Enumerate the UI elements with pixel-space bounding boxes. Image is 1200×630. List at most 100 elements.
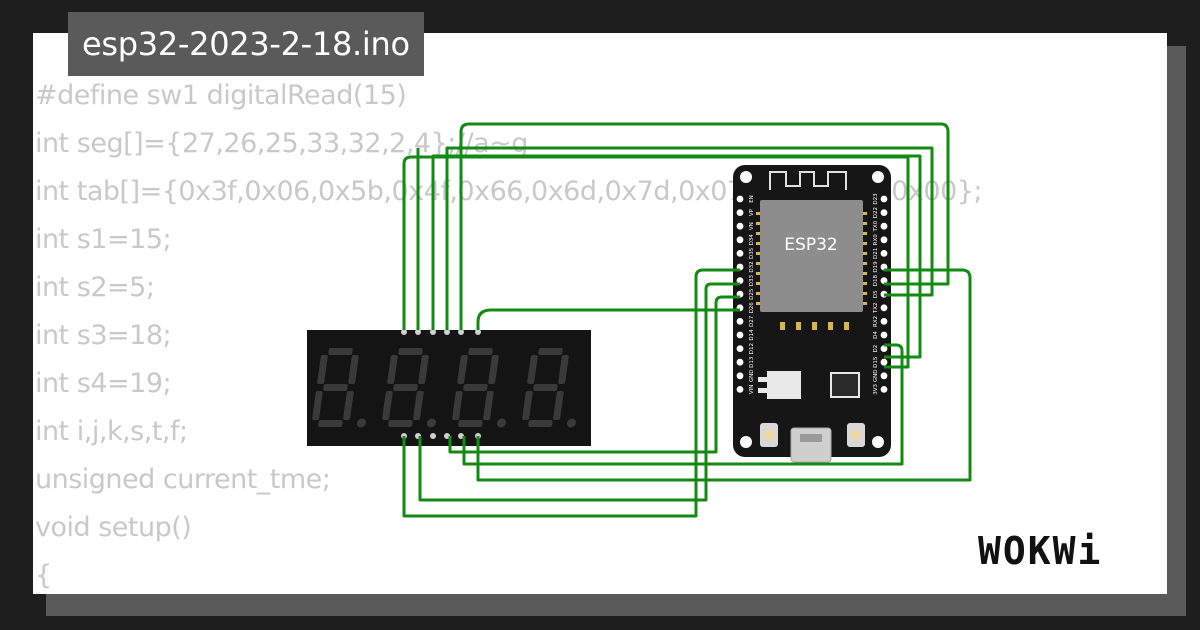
segment <box>388 420 413 427</box>
segment <box>418 355 429 384</box>
pin-label: D33 <box>749 274 755 286</box>
pin-3v3[interactable] <box>880 386 888 393</box>
usb-port[interactable] <box>790 427 832 463</box>
code-line: int s3=18; <box>35 320 172 351</box>
reset-button[interactable] <box>847 423 865 447</box>
pin-d2[interactable] <box>880 345 888 352</box>
pin-vin[interactable] <box>736 386 744 393</box>
pin-label: D14 <box>749 329 755 341</box>
segment <box>387 355 398 384</box>
esp32-board[interactable]: ESP32 <box>733 165 891 463</box>
boot-button[interactable] <box>760 423 778 447</box>
pin-label: D18 <box>873 274 879 286</box>
wire <box>462 343 904 466</box>
pin-rx2[interactable] <box>880 318 888 325</box>
digit <box>312 348 367 428</box>
pin-label: GND <box>873 369 879 382</box>
pin-label: D4 <box>873 331 879 339</box>
segment <box>488 355 499 384</box>
display-pin[interactable] <box>430 329 436 335</box>
digit <box>522 348 577 428</box>
pin-label: D23 <box>873 193 879 205</box>
segment <box>318 420 343 427</box>
pin-d27[interactable] <box>736 318 744 325</box>
pin-tx2[interactable] <box>880 304 888 312</box>
chip-label: ESP32 <box>784 235 837 255</box>
pin-label: D21 <box>873 248 879 259</box>
display-pin[interactable] <box>444 329 450 335</box>
pin-d15[interactable] <box>880 358 888 366</box>
wire <box>418 282 740 502</box>
pin-gnd[interactable] <box>880 372 888 380</box>
pin-label: D32 <box>749 261 755 272</box>
pin-label: D19 <box>873 261 879 273</box>
pin-d23[interactable] <box>880 195 888 203</box>
code-line: unsigned current_tme; <box>35 464 331 495</box>
pin-label: D27 <box>749 315 755 327</box>
pin-vn[interactable] <box>736 222 744 230</box>
segment <box>323 384 348 391</box>
display-pin[interactable] <box>401 329 407 335</box>
segment <box>463 384 488 391</box>
pin-label: VIN <box>749 385 755 395</box>
segment <box>393 384 418 391</box>
pin-label: D22 <box>873 207 879 218</box>
display-pin[interactable] <box>415 329 421 335</box>
pin-d18[interactable] <box>880 277 888 284</box>
pin-vp[interactable] <box>736 209 744 217</box>
code-line: { <box>35 560 52 591</box>
pin-d33[interactable] <box>736 277 744 284</box>
voltage-regulator <box>767 371 801 399</box>
display-pin[interactable] <box>430 433 436 439</box>
wire <box>402 268 740 518</box>
pin-label: D5 <box>873 290 879 298</box>
pin-d22[interactable] <box>880 209 888 217</box>
code-line: int s1=15; <box>35 224 172 255</box>
digit <box>382 348 437 428</box>
code-line: int s2=5; <box>35 272 155 303</box>
seven-segment-display[interactable] <box>307 329 591 446</box>
segment <box>458 420 483 427</box>
segment <box>413 391 424 420</box>
wire <box>476 268 972 482</box>
pin-gnd[interactable] <box>736 372 744 380</box>
segment <box>398 348 423 355</box>
usb-bridge-chip <box>830 372 860 398</box>
decimal-point <box>356 418 367 428</box>
project-title: esp32-2023-2-18.ino <box>68 12 424 76</box>
pin-label: D13 <box>749 356 755 368</box>
pin-d35[interactable] <box>736 250 744 257</box>
pin-en[interactable] <box>736 195 744 203</box>
esp32-module <box>760 200 863 312</box>
pin-label: D35 <box>749 247 755 259</box>
code-line: void setup() <box>35 512 192 543</box>
pin-label: RX2 <box>873 316 879 327</box>
pin-d12[interactable] <box>736 345 744 352</box>
pin-d21[interactable] <box>880 250 888 257</box>
pin-rx0[interactable] <box>880 236 888 244</box>
segment <box>483 391 494 420</box>
pin-tx0[interactable] <box>880 222 888 230</box>
segment <box>312 391 323 420</box>
wire <box>476 308 740 330</box>
segment <box>538 348 563 355</box>
display-pin[interactable] <box>458 329 464 335</box>
segment <box>533 384 558 391</box>
pin-label: VP <box>749 208 755 216</box>
pin-d14[interactable] <box>736 331 744 339</box>
pin-d34[interactable] <box>736 236 744 244</box>
pin-label: TX0 <box>873 220 879 232</box>
segment <box>348 355 359 384</box>
logo-text: WOKWi <box>978 529 1102 573</box>
display-pin[interactable] <box>475 329 481 335</box>
pin-label: D15 <box>873 356 879 368</box>
decimal-point <box>426 418 437 428</box>
pin-d4[interactable] <box>880 331 888 339</box>
pin-label: D2 <box>873 345 879 353</box>
segment <box>328 348 353 355</box>
pin-label: GND <box>749 369 755 382</box>
pin-label: VN <box>749 222 755 230</box>
pin-d13[interactable] <box>736 358 744 366</box>
pin-label: RX0 <box>873 234 879 246</box>
